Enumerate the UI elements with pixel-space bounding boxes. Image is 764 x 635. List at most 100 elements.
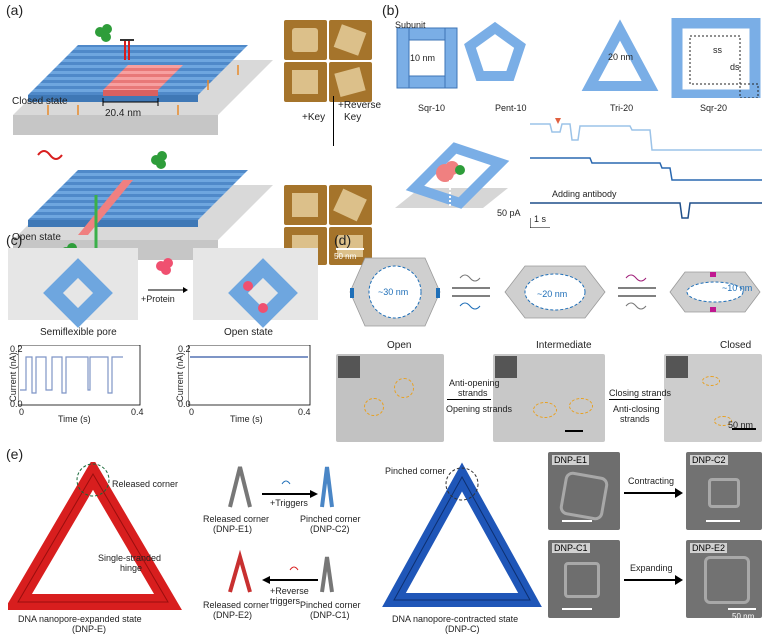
protein-icon	[95, 24, 112, 42]
panel-a-label: (a)	[6, 2, 24, 18]
dnp-c1-label: DNP-C1	[552, 543, 590, 553]
equilibrium-arrows-icon	[452, 287, 656, 297]
em-image-dnp-c1	[548, 540, 620, 618]
dnp-e2-label: DNP-E2	[690, 543, 728, 553]
arrow-icon	[333, 96, 334, 146]
panel-e-blue-triangle	[380, 462, 545, 617]
panel-a-open-illustration	[8, 140, 278, 265]
reverse-triggers-label-1: +Reverse	[270, 586, 309, 596]
em-image-dnp-e1	[548, 452, 620, 530]
panel-e-red-triangle	[4, 458, 183, 617]
triggers-label: +Triggers	[270, 498, 308, 508]
d10-label: ~10 nm	[722, 283, 753, 293]
panel-d-label: (d)	[334, 232, 352, 248]
anti-opening-label-1: Anti-opening	[449, 378, 500, 388]
panel-a-closed-illustration	[8, 20, 278, 140]
panel-b-shapes	[385, 17, 763, 101]
afm-image-grid: 50 nm	[284, 20, 372, 265]
c-left-ylabel: Current (nA)	[7, 352, 18, 402]
closed-label: Closed	[720, 340, 752, 351]
d30-label: ~30 nm	[378, 287, 409, 297]
e-scale-bar-label: 50 nm	[732, 612, 755, 621]
adding-antibody-label: Adding antibody	[552, 189, 617, 199]
c-right-xtick-0: 0	[189, 407, 195, 417]
panel-b-traces	[529, 118, 762, 229]
c-left-xtick-1: 0.4	[131, 407, 144, 417]
pinched-corner-label: Pinched corner	[385, 466, 446, 476]
arrow-icon	[624, 492, 678, 494]
reverse-triggers-label-2: triggers	[270, 596, 301, 606]
c-right-xtick-1: 0.4	[298, 407, 311, 417]
closing-strands-label: Closing strands	[609, 388, 672, 398]
arrow-icon	[675, 488, 683, 498]
panel-c-label: (c)	[6, 232, 23, 248]
panel-e-label: (e)	[6, 446, 24, 462]
c-left-ytick-bottom: 0.0	[10, 399, 23, 409]
dnp-c2-label: DNP-C2	[690, 455, 728, 465]
panel-c-illustration	[8, 248, 320, 338]
semiflexible-pore-label: Semiflexible pore	[40, 327, 117, 338]
c-right-ytick-bottom: 0.0	[178, 399, 191, 409]
open-label: Open	[387, 340, 412, 351]
scale-current-label: 50 pA	[497, 208, 521, 218]
reverse-key-label-1: +Reverse	[338, 100, 382, 111]
open-state-label: Open state	[12, 232, 61, 243]
open-state-label-c: Open state	[224, 327, 273, 338]
dim-20-label: 20 nm	[608, 52, 634, 62]
panel-e-corner-schematics	[210, 462, 360, 612]
reverse-key-label-2: Key	[344, 112, 362, 123]
panel-b-illustration	[390, 118, 510, 228]
released-e2-label-2: (DNP-E2)	[213, 610, 253, 620]
released-corner-label: Released corner	[112, 479, 179, 489]
released-e1-label-2: (DNP-E1)	[213, 524, 253, 534]
intermediate-label: Intermediate	[536, 340, 592, 351]
c-left-xlabel: Time (s)	[58, 414, 91, 424]
pinched-c1-label-1: Pinched corner	[300, 600, 361, 610]
em-image-dnp-e2	[686, 540, 762, 618]
ss-label: ss	[713, 45, 722, 55]
contracted-label-2: (DNP-C)	[445, 624, 480, 634]
c-left-ytick-top: 0.2	[10, 344, 23, 354]
em-image-intermediate	[493, 354, 605, 442]
contracted-label-1: DNA nanopore-contracted state	[392, 614, 519, 624]
panel-c-right-trace	[187, 344, 313, 413]
equilibrium-arrows-icon	[609, 399, 661, 400]
protein-label: +Protein	[141, 294, 175, 304]
afm-scale-bar	[336, 248, 364, 250]
c-right-xlabel: Time (s)	[230, 414, 263, 424]
expanding-label: Expanding	[630, 563, 673, 573]
single-stranded-label-2: hinge	[120, 563, 143, 573]
closed-state-label: Closed state	[12, 96, 68, 107]
shape-name-sqr10: Sqr-10	[418, 103, 446, 113]
afm-scale-label: 50 nm	[334, 252, 357, 261]
equilibrium-arrows-icon	[447, 399, 491, 400]
contracting-label: Contracting	[628, 476, 675, 486]
panel-d-illustration	[330, 248, 762, 336]
ds-label: ds	[730, 62, 740, 72]
protein-icon	[156, 258, 173, 275]
subunit-label: Subunit	[395, 20, 426, 30]
released-e1-label-1: Released corner	[203, 514, 270, 524]
arrow-icon	[675, 575, 683, 585]
pinched-c2-label-1: Pinched corner	[300, 514, 361, 524]
shape-name-pent10: Pent-10	[495, 103, 527, 113]
dim-10-label: 10 nm	[410, 53, 436, 63]
c-right-ylabel: Current (nA)	[174, 352, 185, 402]
anti-opening-label-2: strands	[458, 388, 488, 398]
panel-c-left-trace	[17, 344, 143, 413]
c-left-xtick-0: 0	[19, 407, 25, 417]
d-scale-bar-label: 50 nm	[728, 420, 754, 430]
em-image-closed	[664, 354, 762, 442]
dnp-e1-label: DNP-E1	[552, 455, 590, 465]
key-label: +Key	[302, 112, 326, 123]
expanded-label-2: (DNP-E)	[72, 624, 106, 634]
opening-strands-label: Opening strands	[446, 404, 513, 414]
scale-time-label: 1 s	[534, 214, 547, 224]
shape-name-tri20: Tri-20	[610, 103, 634, 113]
pinched-c1-label-2: (DNP-C1)	[310, 610, 350, 620]
anti-closing-label-1: Anti-closing	[613, 404, 660, 414]
anti-closing-label-2: strands	[620, 414, 650, 424]
expanded-label-1: DNA nanopore-expanded state	[18, 614, 142, 624]
released-e2-label-1: Released corner	[203, 600, 270, 610]
c-right-ytick-top: 0.2	[178, 344, 191, 354]
